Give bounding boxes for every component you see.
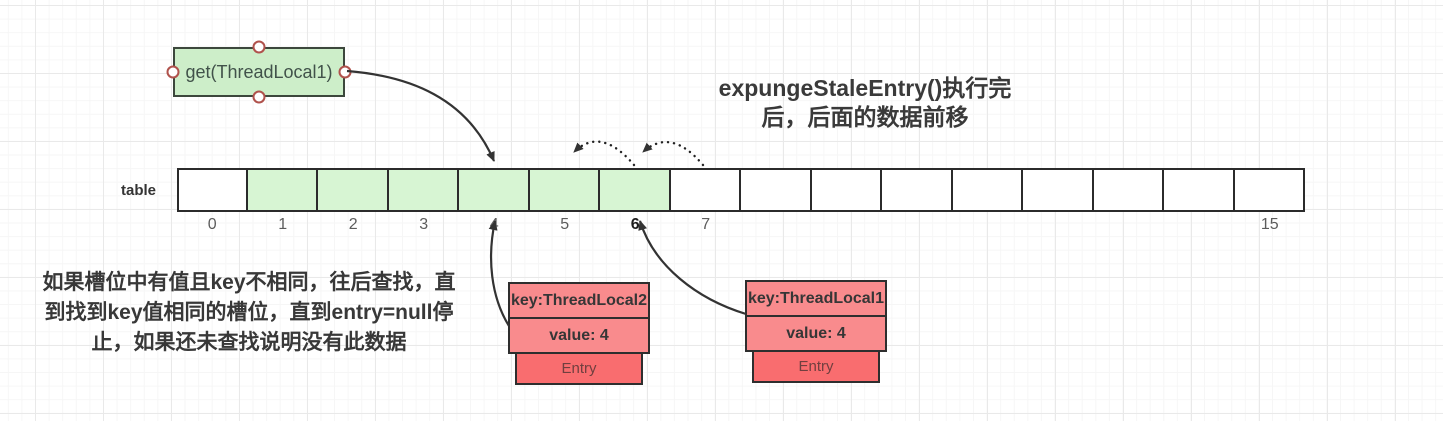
table-slot-2[interactable] — [318, 168, 389, 212]
connection-point-right[interactable] — [338, 65, 352, 79]
shift-slot6-to-slot5-dotted-arrow — [572, 140, 636, 167]
diagram-title: expungeStaleEntry()执行完 后，后面的数据前移 — [630, 74, 1100, 132]
table-slot-10[interactable] — [882, 168, 953, 212]
table-slot-7[interactable] — [670, 168, 741, 212]
get-to-slot4-arrow — [346, 69, 496, 162]
slot-index-label-4: 4 — [489, 216, 499, 233]
slot-index-label-12 — [1023, 215, 1094, 235]
entry1-entry-cell: Entry — [515, 352, 643, 385]
table-slot-8[interactable] — [741, 168, 812, 212]
slot-index-label-10 — [882, 215, 953, 235]
connection-point-bottom[interactable] — [252, 90, 266, 104]
note-line-3: 止，如果还未查找说明没有此数据 — [91, 331, 407, 354]
note-text: 如果槽位中有值且key不相同，往后查找，直 到找到key值相同的槽位，直到ent… — [33, 268, 465, 358]
get-threadlocal1-box[interactable]: get(ThreadLocal1) — [173, 47, 345, 97]
slot-index-label-0: 0 — [207, 216, 217, 233]
note-line-2: 到找到key值相同的槽位，直到entry=null停 — [44, 301, 454, 324]
entry-box-threadlocal2[interactable]: key:ThreadLocal2 value: 4 Entry — [508, 282, 650, 385]
table-slot-1[interactable] — [247, 168, 318, 212]
entry-box-threadlocal1[interactable]: key:ThreadLocal1 value: 4 Entry — [745, 280, 887, 383]
table-slot-6[interactable] — [600, 168, 671, 212]
slot-index-label-6: 6 — [630, 216, 640, 233]
slot-index-label-7: 7 — [701, 216, 711, 233]
table-slot-0[interactable] — [177, 168, 248, 212]
table-slot-14[interactable] — [1164, 168, 1235, 212]
note-line-1: 如果槽位中有值且key不相同，往后查找，直 — [42, 271, 456, 294]
title-line-1: expungeStaleEntry()执行完 — [718, 75, 1012, 101]
entry2-value-cell: value: 4 — [745, 315, 887, 352]
shift-slot7-to-slot6-dotted-arrow — [641, 141, 705, 167]
table-index-row: 0 1 2 3 4 5 6 7 15 — [177, 215, 1305, 235]
table-slot-3[interactable] — [388, 168, 459, 212]
get-box-label: get(ThreadLocal1) — [185, 61, 333, 82]
table-slot-11[interactable] — [952, 168, 1023, 212]
entry2-entry-cell: Entry — [752, 350, 880, 383]
table-slot-4[interactable] — [459, 168, 530, 212]
table-slot-5[interactable] — [529, 168, 600, 212]
table-slot-12[interactable] — [1023, 168, 1094, 212]
slot-index-label-15: 15 — [1260, 216, 1279, 233]
slot-index-label-3: 3 — [419, 216, 429, 233]
slot-index-label-13 — [1094, 215, 1165, 235]
entry1-key-cell: key:ThreadLocal2 — [508, 282, 650, 319]
table-slot-9[interactable] — [811, 168, 882, 212]
slot-index-label-14 — [1164, 215, 1235, 235]
entry2-key-cell: key:ThreadLocal1 — [745, 280, 887, 317]
slot-index-label-5: 5 — [560, 216, 570, 233]
slot-index-label-8 — [741, 215, 812, 235]
entry1-to-slot4-arrow — [488, 220, 510, 327]
entry1-value-cell: value: 4 — [508, 317, 650, 354]
slot-index-label-9 — [812, 215, 883, 235]
table-label: table — [120, 182, 156, 199]
table-slot-15[interactable] — [1234, 168, 1305, 212]
slot-index-label-11 — [953, 215, 1024, 235]
slot-index-label-1: 1 — [278, 216, 288, 233]
table-slot-row — [177, 168, 1305, 212]
slot-index-label-2: 2 — [348, 216, 358, 233]
connection-point-top[interactable] — [252, 40, 266, 54]
title-line-2: 后，后面的数据前移 — [761, 104, 969, 130]
connection-point-left[interactable] — [166, 65, 180, 79]
table-slot-13[interactable] — [1093, 168, 1164, 212]
